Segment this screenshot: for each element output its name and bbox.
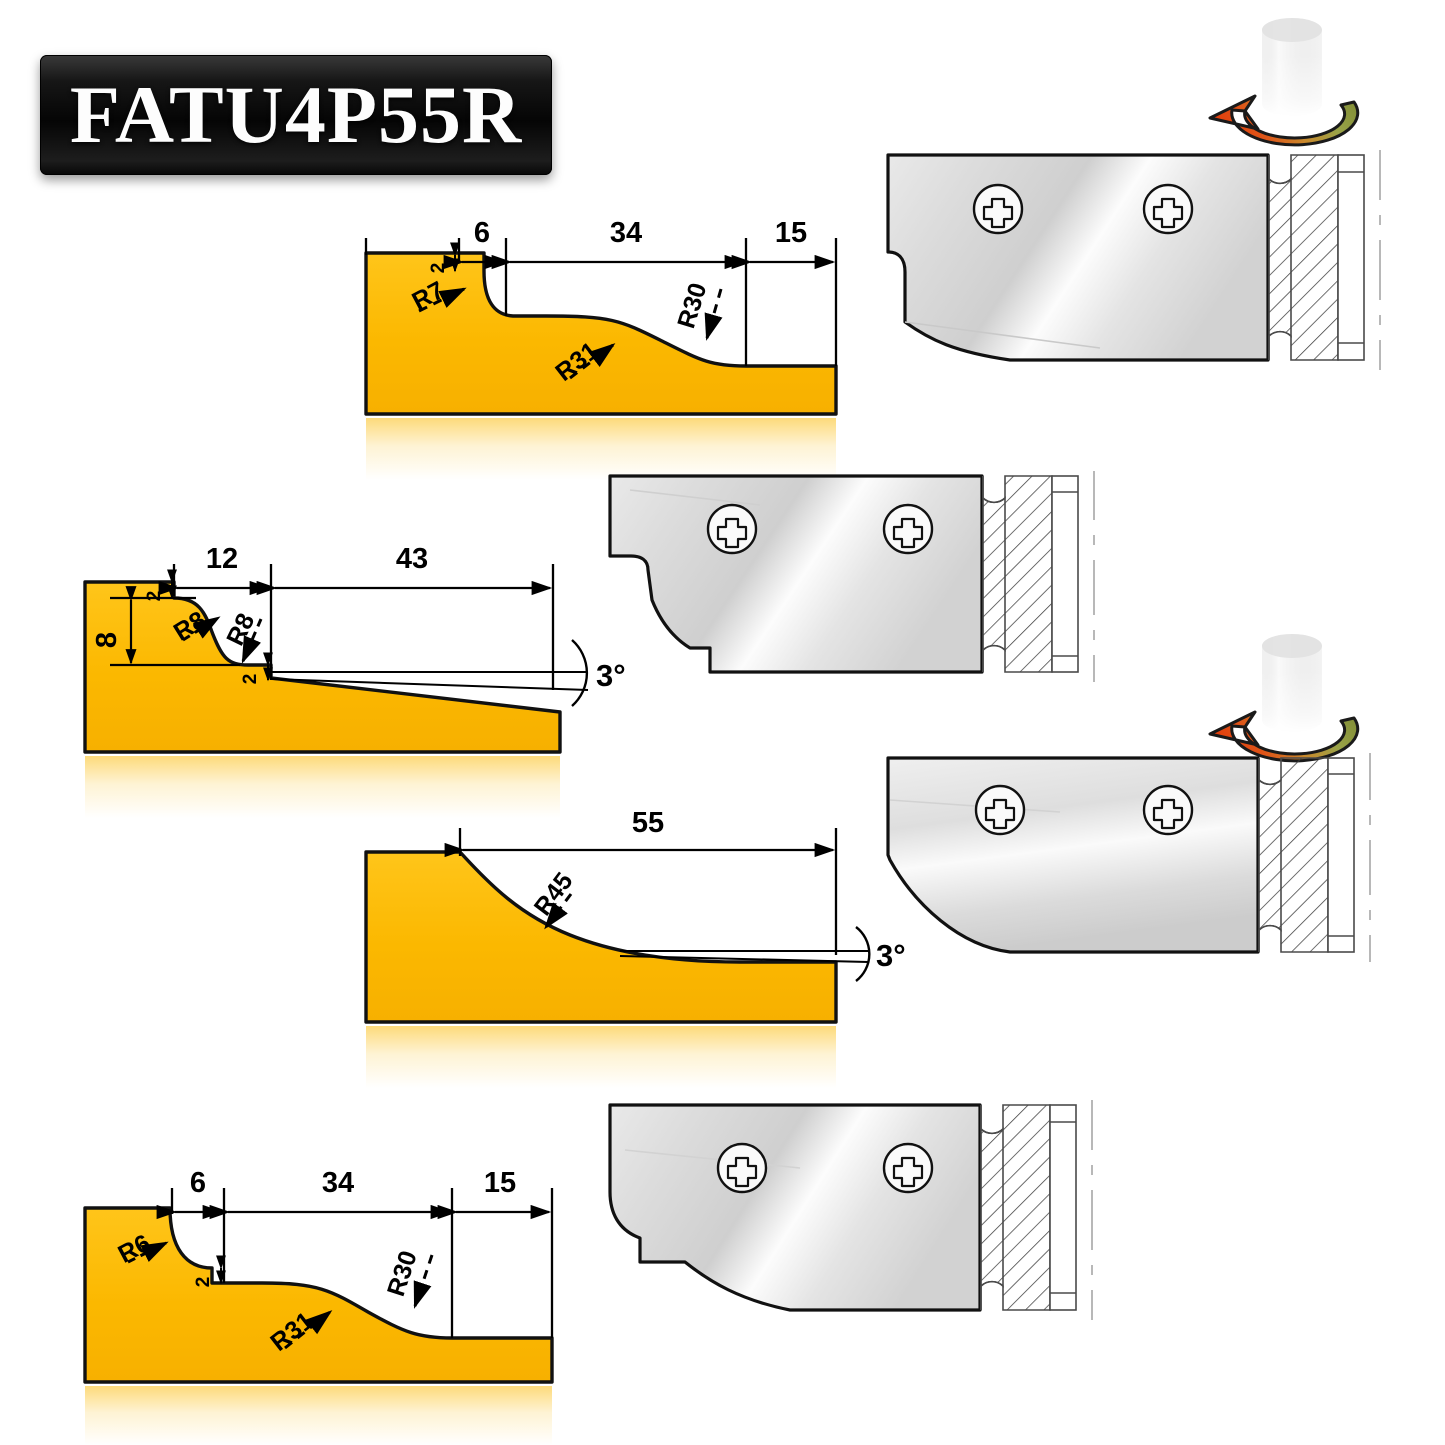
- phillips-screw-icon: [706, 503, 758, 555]
- spindle-rotation-indicator-2: [1208, 634, 1360, 763]
- rotation-arrow-icon: [1208, 710, 1360, 763]
- dimension-lines: [364, 238, 838, 366]
- dimension-label: 2: [428, 263, 449, 274]
- dimension-label: 12: [206, 543, 238, 575]
- dimension-label: 2: [193, 1277, 214, 1288]
- dimension-label: 2: [144, 591, 165, 602]
- radius-callout-R30: R30: [672, 280, 723, 341]
- cutter-knife-1: [886, 150, 1381, 370]
- phillips-screw-icon: [974, 784, 1026, 836]
- cutter-knife-2: [608, 471, 1095, 682]
- spindle-cylinder-icon: [1255, 18, 1329, 117]
- dimension-label: 6: [474, 217, 490, 249]
- profile-drawing-1: 6 34 15 2 R7 R31 R30: [364, 217, 838, 480]
- radius-label: R30: [382, 1247, 423, 1299]
- profile-reflection: [85, 1386, 552, 1445]
- dimension-label: 15: [484, 1167, 516, 1199]
- angle-label: 3°: [596, 658, 626, 693]
- dimension-small-2: 2: [144, 569, 177, 602]
- knife-mount-block: [1258, 753, 1371, 962]
- profile-drawing-3: 55 R45 3°: [364, 807, 906, 1088]
- dimension-label: 43: [396, 543, 428, 575]
- dimension-small-2: 2: [428, 242, 460, 274]
- phillips-screw-icon: [1142, 183, 1194, 235]
- phillips-screw-icon: [972, 183, 1024, 235]
- knife-mount-block: [1268, 150, 1381, 370]
- dimension-label: 15: [775, 217, 807, 249]
- phillips-screw-icon: [882, 1142, 934, 1194]
- knife-mount-block: [980, 1100, 1093, 1320]
- radius-callout-R8-concave: R8: [221, 609, 263, 664]
- dimension-label: 34: [322, 1167, 354, 1199]
- dimension-label: 8: [91, 632, 123, 648]
- dimension-lines: [444, 828, 838, 955]
- dimension-label: 55: [632, 807, 664, 839]
- phillips-screw-icon: [716, 1142, 768, 1194]
- phillips-screw-icon: [882, 503, 934, 555]
- phillips-screw-icon: [1142, 784, 1194, 836]
- profile-reflection: [85, 756, 560, 818]
- cutter-knife-4: [608, 1100, 1093, 1320]
- radius-label: R30: [672, 280, 712, 332]
- profile-reflection: [366, 418, 836, 480]
- knife-mount-block: [982, 471, 1095, 682]
- dimension-small-2: 2: [193, 1255, 226, 1288]
- angle-callout-3deg: 3°: [270, 639, 626, 707]
- angle-label: 3°: [876, 938, 906, 973]
- product-code-label: FATU4P55R: [69, 69, 523, 160]
- spindle-rotation-indicator-1: [1208, 18, 1360, 147]
- spindle-cylinder-icon: [1255, 634, 1329, 733]
- product-code-badge: FATU4P55R: [40, 55, 552, 175]
- cutter-knife-3: [886, 753, 1371, 962]
- dimension-label: 2: [240, 674, 261, 685]
- dimension-vertical-8: 8: [91, 586, 240, 667]
- rotation-arrow-icon: [1208, 94, 1360, 147]
- angle-callout-3deg: 3°: [619, 926, 906, 982]
- radius-label: R8: [221, 609, 260, 650]
- dimension-label: 6: [190, 1167, 206, 1199]
- radius-label: R45: [529, 867, 579, 921]
- dimension-small-2: 2: [240, 652, 273, 685]
- profile-reflection: [366, 1026, 836, 1088]
- profile-drawing-4: 6 34 15 2 R6 R31 R30: [83, 1167, 554, 1445]
- radius-callout-R30: R30: [382, 1247, 434, 1309]
- profile-drawing-2: 12 43 8 2 2 R8: [83, 543, 626, 818]
- dimension-label: 34: [610, 217, 642, 249]
